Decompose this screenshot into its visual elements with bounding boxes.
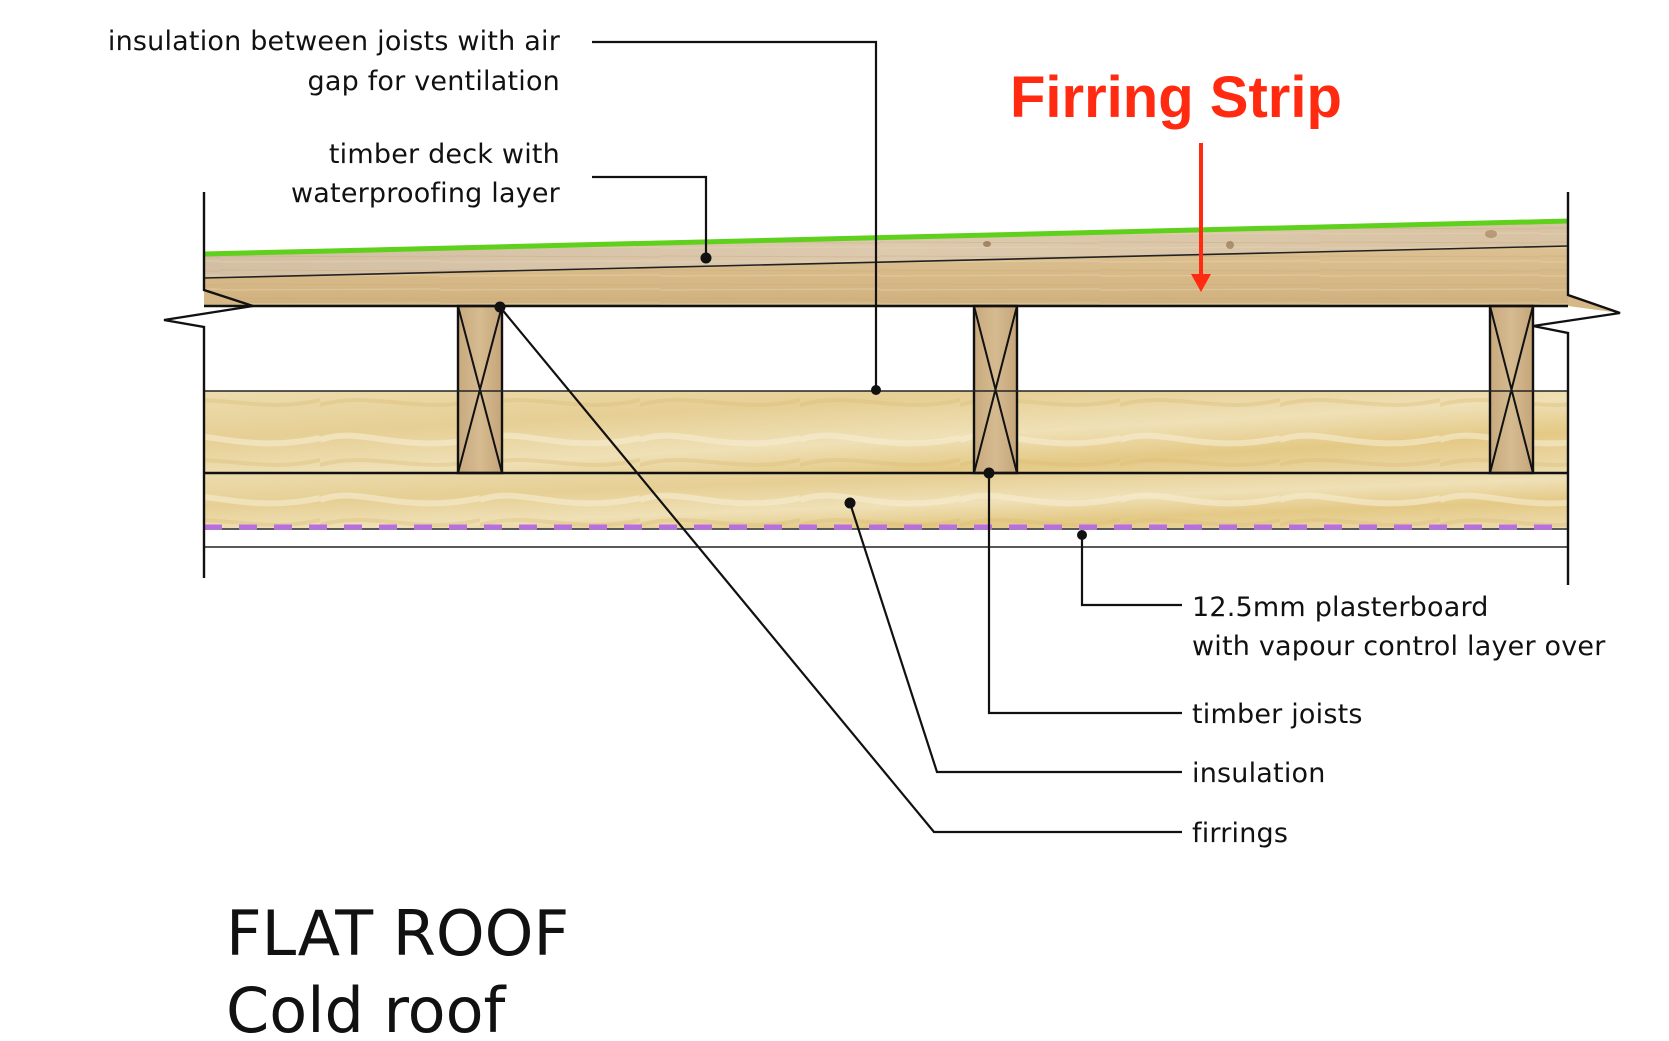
dot-insulation: [844, 497, 856, 509]
insulation-layer: [204, 391, 1568, 528]
label-insulation-air-gap-line1: insulation between joists with air: [108, 26, 561, 57]
firring-strip-callout: Firring Strip: [1010, 65, 1342, 130]
leader-lines: [499, 40, 1182, 834]
leader-timber-deck: [592, 175, 708, 258]
leader-firrings: [499, 306, 1182, 834]
label-timber-joists: timber joists: [1192, 699, 1363, 730]
label-timber-deck-line2: waterproofing layer: [291, 178, 561, 209]
leader-timber-joists: [987, 473, 1182, 715]
label-plasterboard-line2: with vapour control layer over: [1192, 631, 1606, 662]
diagram-title: FLAT ROOF: [226, 897, 569, 970]
leader-plasterboard: [1080, 535, 1182, 607]
timber-joist: [972, 304, 1019, 475]
diagram-subtitle: Cold roof: [226, 974, 508, 1041]
dot-firrings: [494, 301, 506, 313]
timber-joists: [456, 304, 1535, 475]
dot-timber-deck: [700, 252, 712, 264]
leader-insulation-air-gap: [592, 40, 878, 390]
leader-dots: [494, 252, 1087, 540]
leader-insulation: [848, 502, 1182, 774]
dot-insulation-air-gap: [871, 385, 881, 395]
timber-joist: [456, 304, 504, 475]
label-plasterboard-line1: 12.5mm plasterboard: [1192, 592, 1489, 623]
firring-strip: [204, 246, 1568, 306]
label-firrings: firrings: [1192, 818, 1288, 849]
timber-deck: [204, 222, 1568, 278]
timber-joist: [1488, 304, 1535, 475]
dot-timber-joists: [983, 467, 995, 479]
firring-strip-arrow: [1191, 143, 1211, 292]
joist-cross-mark: [1489, 305, 1534, 474]
label-timber-deck-line1: timber deck with: [329, 139, 560, 170]
label-insulation-air-gap-line2: gap for ventilation: [308, 66, 560, 97]
label-insulation: insulation: [1192, 758, 1326, 789]
section-boundaries: [163, 192, 1621, 585]
joist-cross-mark: [973, 305, 1018, 474]
joist-cross-mark: [457, 305, 503, 474]
waterproofing-layer: [203, 218, 1569, 257]
dot-plasterboard: [1077, 530, 1087, 540]
